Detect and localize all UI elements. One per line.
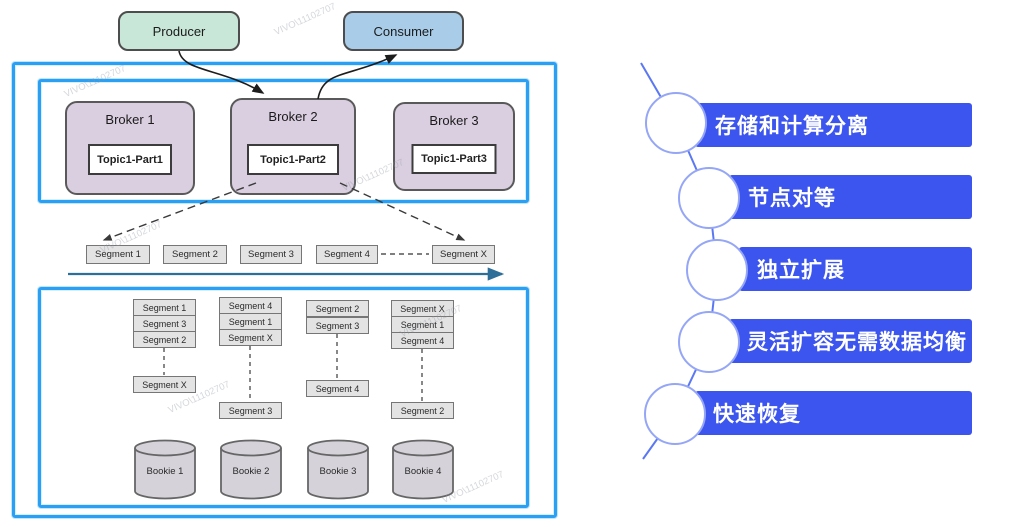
bookie-3-cylinder: Bookie 3	[306, 439, 370, 501]
broker-1-label: Broker 1	[105, 112, 155, 127]
feature-label: 灵活扩容无需数据均衡	[747, 331, 967, 354]
producer-node: Producer	[118, 11, 240, 51]
bookie-1-cylinder: Bookie 1	[133, 439, 197, 501]
cylinder-icon	[392, 439, 454, 500]
stack2-segment: Segment 1	[219, 313, 282, 330]
cylinder-icon	[134, 439, 196, 500]
cluster-border	[12, 62, 557, 518]
producer-label: Producer	[152, 23, 206, 39]
bookie-2-label: Bookie 2	[232, 466, 270, 477]
stack1-segment: Segment 3	[133, 315, 196, 332]
bookie-4-cylinder: Bookie 4	[391, 439, 455, 501]
consumer-label: Consumer	[373, 23, 434, 39]
timeline-segment-3: Segment 3	[240, 245, 302, 264]
timeline-segment-4: Segment 4	[316, 245, 378, 264]
stack4-segment: Segment 1	[391, 316, 454, 333]
feature-node-circle-5	[644, 383, 706, 445]
stack4-segment: Segment 4	[391, 332, 454, 349]
watermark-text: VIVO\11102707	[272, 1, 338, 38]
brokers-layer-border	[38, 79, 529, 203]
bookie-1-label: Bookie 1	[146, 466, 184, 477]
topic-part-1-box: Topic1-Part1	[88, 144, 172, 175]
broker-3-label: Broker 3	[429, 113, 479, 128]
broker-2-box: Broker 2 Topic1-Part2	[230, 98, 356, 195]
broker-3-box: Broker 3 Topic1-Part3	[393, 102, 515, 191]
stack3-segment: Segment 2	[306, 300, 369, 317]
feature-label: 独立扩展	[757, 259, 845, 282]
bookie-2-cylinder: Bookie 2	[219, 439, 283, 501]
stack1-segment: Segment 1	[133, 299, 196, 316]
bookie-3-label: Bookie 3	[319, 466, 357, 477]
topic-part-2-box: Topic1-Part2	[247, 144, 339, 175]
timeline-segment-2: Segment 2	[163, 245, 227, 264]
feature-banner-1: 存储和计算分离	[695, 103, 972, 147]
feature-banner-2: 节点对等	[729, 175, 972, 219]
stack3-detached-segment: Segment 4	[306, 380, 369, 397]
feature-banner-4: 灵活扩容无需数据均衡	[729, 319, 972, 363]
stack4-segment: Segment X	[391, 300, 454, 317]
stack1-detached-segment: Segment X	[133, 376, 196, 393]
stack2-segment: Segment 4	[219, 297, 282, 314]
stack3-segment: Segment 3	[306, 317, 369, 334]
stack2-segment: Segment X	[219, 329, 282, 346]
bookie-4-label: Bookie 4	[404, 466, 442, 477]
cylinder-icon	[307, 439, 369, 500]
stack2-detached-segment: Segment 3	[219, 402, 282, 419]
feature-node-circle-2	[678, 167, 740, 229]
stack1-segment: Segment 2	[133, 331, 196, 348]
feature-node-circle-1	[645, 92, 707, 154]
cylinder-icon	[220, 439, 282, 500]
feature-node-circle-3	[686, 239, 748, 301]
broker-2-label: Broker 2	[268, 109, 318, 124]
stack4-detached-segment: Segment 2	[391, 402, 454, 419]
feature-label: 存储和计算分离	[715, 115, 869, 138]
feature-label: 快速恢复	[713, 403, 801, 426]
feature-node-circle-4	[678, 311, 740, 373]
consumer-node: Consumer	[343, 11, 464, 51]
topic-part-3-box: Topic1-Part3	[411, 144, 497, 174]
timeline-segment-x: Segment X	[432, 245, 495, 264]
feature-banner-3: 独立扩展	[739, 247, 972, 291]
storage-layer-border	[38, 287, 529, 508]
timeline-segment-1: Segment 1	[86, 245, 150, 264]
broker-1-box: Broker 1 Topic1-Part1	[65, 101, 195, 195]
feature-banner-5: 快速恢复	[695, 391, 972, 435]
feature-label: 节点对等	[748, 187, 836, 210]
